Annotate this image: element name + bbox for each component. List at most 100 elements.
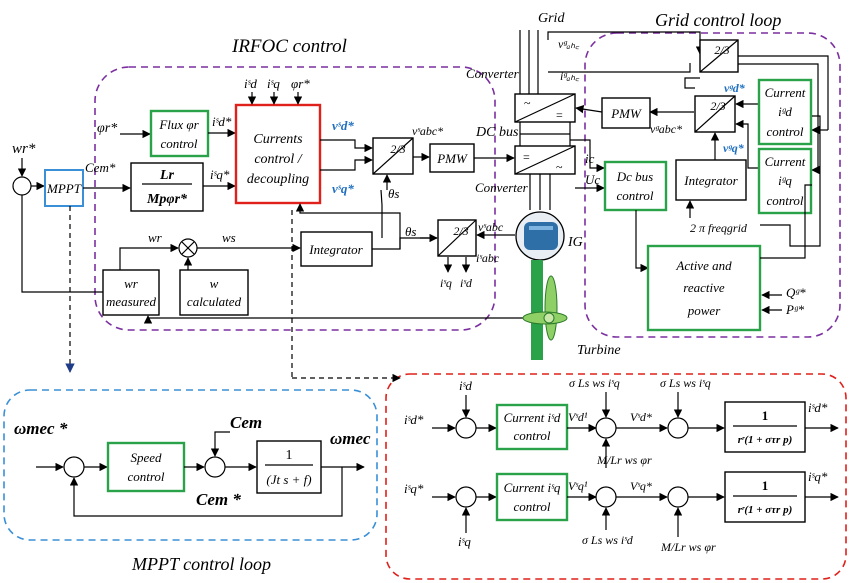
mppt-sum-1 bbox=[63, 456, 85, 478]
vgabc-star-label: vᵍabc* bbox=[650, 122, 682, 136]
current-igq-3: control bbox=[766, 193, 803, 208]
current-isq-block bbox=[495, 472, 569, 522]
speed-control-2: control bbox=[127, 469, 164, 484]
transform-c-label: 2/3 bbox=[714, 43, 729, 57]
current-igd-1: Current bbox=[765, 85, 806, 100]
converter-bottom-label: Converter bbox=[475, 180, 529, 195]
wr-signal-label: wr bbox=[148, 230, 163, 245]
turbine-blade-1 bbox=[544, 275, 558, 341]
lr-block bbox=[130, 162, 204, 212]
pmw-right-to-converter bbox=[575, 104, 603, 114]
vsq-star-label: vˢq* bbox=[332, 181, 354, 196]
integrator-right-block bbox=[675, 159, 747, 201]
current-igd-block bbox=[757, 78, 813, 146]
wr-measured-block bbox=[102, 269, 160, 316]
vsd-line bbox=[320, 139, 373, 153]
cem-label: Cem bbox=[230, 413, 262, 432]
speed-control-block bbox=[106, 441, 186, 493]
isq-fb-label: iˢq bbox=[458, 534, 471, 549]
vsd1-label: Vˢd¹ bbox=[568, 410, 588, 424]
transform-c-diag bbox=[699, 39, 739, 73]
turbine-shaft bbox=[531, 260, 543, 360]
theta-s-b-label: θs bbox=[405, 224, 416, 239]
mppt-label: MPPT bbox=[46, 181, 82, 196]
wr-line bbox=[119, 243, 179, 270]
freq-label: 2 π freqgrid bbox=[690, 221, 748, 235]
vsq-out-label: Vˢq* bbox=[630, 479, 652, 493]
current-igd-2: iᵍd bbox=[778, 104, 792, 119]
wmec-label: ωmec bbox=[330, 429, 371, 448]
qg-label: Qᵍ* bbox=[786, 285, 806, 300]
irfoc-title: IRFOC control bbox=[231, 36, 347, 57]
machine-converter-dc: = bbox=[523, 150, 530, 164]
cem-star-b-label: Cem * bbox=[196, 490, 241, 509]
isq-star-label: iˢq* bbox=[210, 167, 230, 182]
ig-abc-line bbox=[548, 63, 691, 73]
dc-bus-control-2: control bbox=[616, 188, 653, 203]
vsd-out-label: Vˢd* bbox=[630, 410, 652, 424]
current-igq-1: Current bbox=[765, 154, 806, 169]
wr-measured-1: wr bbox=[124, 276, 139, 291]
integrator-right-label: Integrator bbox=[683, 173, 738, 188]
plant-d-block bbox=[724, 401, 806, 453]
current-igq-2: iᵍq bbox=[778, 173, 792, 188]
active-reactive-power-block bbox=[646, 244, 762, 332]
t23c-link bbox=[684, 77, 700, 89]
converter-top-label: Converter bbox=[466, 66, 520, 81]
ig-label: IG bbox=[567, 235, 583, 250]
tf-numerator: 1 bbox=[286, 448, 293, 463]
plant-d-den: rʳ(1 + στr p) bbox=[738, 434, 793, 446]
phir-top-label: φr* bbox=[291, 76, 310, 91]
currents-control-block bbox=[234, 103, 322, 205]
integrator-left-block bbox=[300, 231, 373, 267]
uc-label: Uc bbox=[585, 172, 600, 187]
vgabc-label: vᵍₐₕ꜀ bbox=[558, 37, 580, 51]
mppt-sum-2 bbox=[204, 456, 226, 478]
current-isq-2: control bbox=[513, 499, 550, 514]
speed-sum-junction bbox=[12, 176, 32, 196]
w-calculated-2: calculated bbox=[187, 294, 242, 309]
current-loop-region bbox=[385, 373, 847, 580]
isd-out-label: iˢd* bbox=[808, 400, 828, 415]
speed-control-1: Speed bbox=[130, 450, 162, 465]
sig-d-label: σ Ls ws iˢq bbox=[569, 376, 620, 390]
integrator-left-label: Integrator bbox=[308, 242, 363, 257]
tf-denominator: (Jt s + f) bbox=[266, 472, 311, 487]
current-isd-block bbox=[495, 403, 569, 451]
theta-to-currents-line bbox=[295, 203, 401, 249]
vsabc-label: vˢabc bbox=[478, 220, 504, 234]
theta-up-line bbox=[380, 189, 383, 238]
isabc-label: iˢabc bbox=[476, 251, 500, 265]
flux-label-2: control bbox=[160, 136, 197, 151]
power-to-igd-line bbox=[760, 115, 821, 247]
phir-star-label: φr* bbox=[97, 121, 117, 136]
plant-q-block bbox=[724, 471, 806, 523]
ws-signal-label: ws bbox=[222, 230, 236, 245]
currents-label-2: control / bbox=[254, 152, 302, 167]
active-power-3: power bbox=[687, 303, 721, 318]
grid-feedback-line-1 bbox=[738, 55, 829, 130]
vgq-star-label: vᵍq* bbox=[723, 141, 745, 155]
power-to-igq-line bbox=[760, 184, 812, 259]
lr-num: Lr bbox=[159, 168, 175, 183]
turbine-label: Turbine bbox=[577, 343, 621, 358]
isd-bottom-label: iˢd bbox=[460, 276, 473, 290]
theta-s-a-label: θs bbox=[388, 186, 399, 201]
grid-converter-dc: = bbox=[556, 108, 563, 122]
pmw-right-label: PMW bbox=[610, 106, 642, 121]
transform-a-label: 2/3 bbox=[390, 142, 405, 156]
machine-converter-diag bbox=[514, 145, 576, 175]
vsq-line bbox=[320, 155, 373, 171]
plant-q-den: rʳ(1 + στr p) bbox=[738, 504, 793, 516]
irfoc-region bbox=[94, 66, 496, 331]
dcbus-to-power-line bbox=[635, 210, 649, 273]
current-igd-3: control bbox=[766, 124, 803, 139]
isd-top-label: iˢd bbox=[244, 76, 257, 91]
cem-line bbox=[210, 431, 230, 457]
sig-d2-label: σ Ls ws iˢq bbox=[660, 376, 711, 390]
active-power-1: Active and bbox=[675, 258, 732, 273]
transform-d-diag bbox=[694, 95, 736, 133]
isd-sum bbox=[455, 417, 477, 439]
current-igq-block bbox=[757, 147, 813, 215]
current-isq-1: Current iˢq bbox=[504, 480, 561, 495]
